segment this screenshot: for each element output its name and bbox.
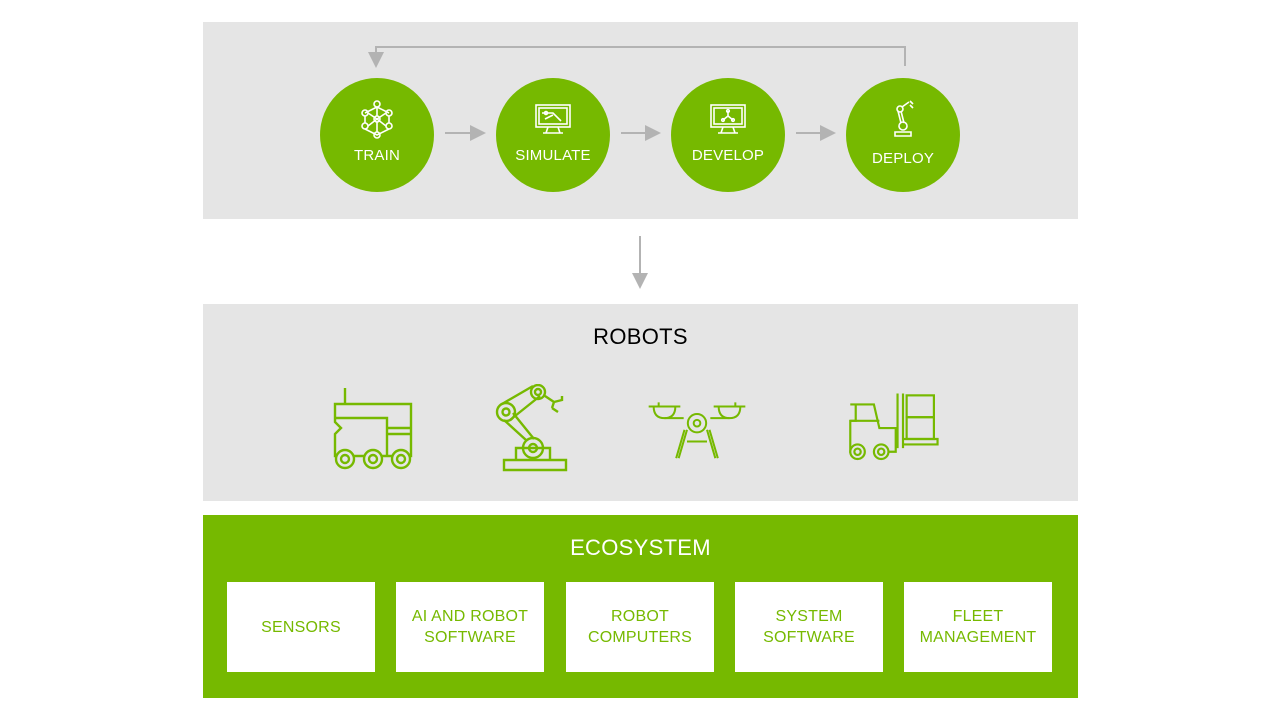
neural-network-icon [361, 100, 393, 139]
card-line-2: SOFTWARE [424, 629, 516, 646]
ecosystem-card-system-software: SYSTEM SOFTWARE [735, 582, 883, 672]
ecosystem-card-sensors: SENSORS [227, 582, 375, 672]
robots-title: ROBOTS [593, 324, 688, 349]
card-line-1: SYSTEM [775, 608, 843, 625]
card-line-1: SENSORS [261, 618, 341, 636]
step-deploy: DEPLOY [846, 78, 960, 192]
develop-monitor-icon [710, 104, 746, 134]
ecosystem-panel: ECOSYSTEM SENSORS AI AND ROBOT SOFTWARE … [203, 515, 1078, 698]
step-train: TRAIN [320, 78, 434, 192]
step-label: DEPLOY [871, 150, 935, 167]
card-line-1: AI AND ROBOT [411, 608, 529, 625]
step-label: DEVELOP [691, 147, 765, 164]
loop-arrow-deploy-to-train [368, 46, 906, 68]
forklift-icon [849, 393, 939, 461]
card-line-2: MANAGEMENT [919, 629, 1037, 646]
card-line-1: FLEET [952, 608, 1004, 625]
drone-icon [648, 402, 746, 459]
robotic-arm-icon [495, 384, 568, 472]
step-develop: DEVELOP [671, 78, 785, 192]
robots-panel: ROBOTS [203, 304, 1078, 501]
card-line-2: SOFTWARE [763, 629, 855, 646]
robot-arm-icon [894, 100, 914, 137]
ecosystem-card-ai-robot-software: AI AND ROBOT SOFTWARE [396, 582, 544, 672]
card-line-2: COMPUTERS [587, 629, 693, 646]
workflow-panel: TRAIN SIMULATE DEVELOP DEPLOY [203, 22, 1078, 219]
ecosystem-card-robot-computers: ROBOT COMPUTERS [566, 582, 714, 672]
ecosystem-title: ECOSYSTEM [570, 535, 711, 560]
simulation-monitor-icon [535, 104, 571, 134]
card-line-1: ROBOT [611, 608, 669, 625]
step-label: TRAIN [354, 147, 400, 164]
step-label: SIMULATE [515, 147, 591, 164]
delivery-robot-icon [333, 388, 413, 470]
step-simulate: SIMULATE [496, 78, 610, 192]
ecosystem-card-fleet-management: FLEET MANAGEMENT [904, 582, 1052, 672]
